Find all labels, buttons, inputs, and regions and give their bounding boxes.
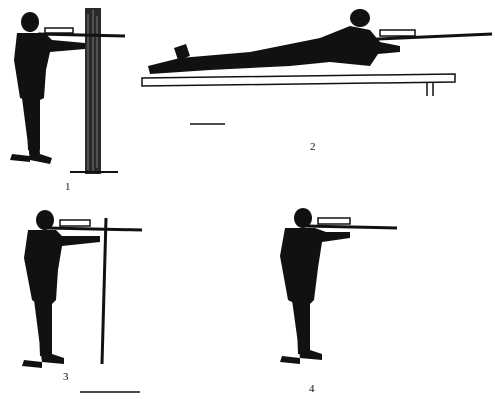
shooter-3 [22,210,100,368]
rifle-1 [38,28,125,36]
panel-1-standing-with-post: 1 [10,8,125,193]
post-1 [70,8,118,174]
panel-2-number: 2 [310,141,316,153]
panel-2-prone: 2 [142,9,492,153]
panel-3-number: 3 [63,371,69,383]
shooter-4 [280,208,350,364]
bench-2 [142,74,455,124]
shooter-2 [148,9,400,74]
panel-3-standing-with-stick: 3 [22,210,142,392]
stick-3 [102,218,106,364]
panel-4-standing-unsupported: 4 [280,208,397,394]
panel-4-number: 4 [309,383,315,394]
rifle-4 [305,218,397,228]
panel-1-number: 1 [65,181,71,193]
rifle-2 [355,30,492,40]
rifle-3 [48,220,142,230]
